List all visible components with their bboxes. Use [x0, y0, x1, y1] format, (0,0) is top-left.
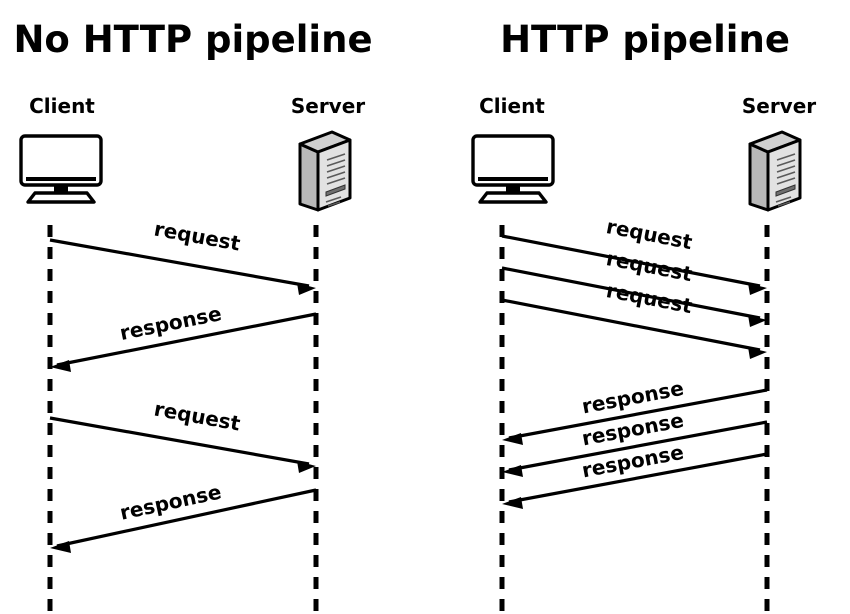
- server-tower-icon: [298, 130, 352, 212]
- server-tower-icon: [748, 130, 802, 212]
- actor-label-client-right: Client: [479, 94, 545, 118]
- panel-title-no-pipeline: No HTTP pipeline: [13, 18, 372, 61]
- panel-title-http-pipeline: HTTP pipeline: [500, 18, 790, 61]
- actor-label-client-left: Client: [29, 94, 95, 118]
- actor-label-server-left: Server: [291, 94, 365, 118]
- actor-label-server-right: Server: [742, 94, 816, 118]
